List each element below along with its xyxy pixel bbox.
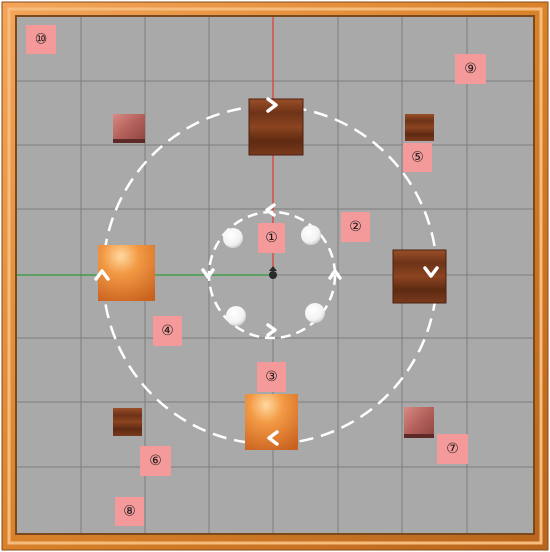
label-7: ⑦	[437, 434, 468, 464]
chevron-arrow-icon	[265, 203, 276, 217]
label-4: ④	[153, 316, 182, 346]
sphere	[301, 225, 321, 245]
obstacle-spheres	[223, 225, 325, 326]
label-6: ⑥	[140, 446, 171, 476]
label-2: ②	[341, 212, 370, 242]
chevron-arrow-icon	[266, 323, 277, 337]
robot-marker-icon	[269, 266, 277, 279]
label-5: ⑤	[403, 143, 432, 172]
sphere	[305, 303, 325, 323]
svg-text:④: ④	[161, 323, 174, 339]
svg-text:⑧: ⑧	[123, 504, 136, 520]
svg-text:⑨: ⑨	[464, 61, 477, 77]
svg-text:⑥: ⑥	[149, 453, 162, 469]
chevron-arrow-icon	[266, 97, 278, 113]
svg-text:①: ①	[265, 230, 278, 246]
box-wood-right	[392, 249, 447, 304]
svg-text:⑤: ⑤	[411, 150, 424, 166]
box-wood-top-center	[248, 98, 304, 156]
box-wood-small-top-right	[405, 114, 434, 141]
svg-text:②: ②	[349, 219, 362, 235]
box-orange-left	[98, 245, 155, 301]
svg-text:⑦: ⑦	[446, 441, 459, 457]
label-8: ⑧	[115, 497, 144, 526]
box-pink-bottom-right	[404, 407, 434, 438]
sphere	[223, 228, 243, 248]
svg-text:③: ③	[265, 369, 278, 385]
direction-arrows	[94, 97, 439, 446]
label-1: ①	[258, 223, 285, 253]
chevron-arrow-icon	[328, 269, 342, 280]
chevron-arrow-icon	[201, 268, 215, 279]
chevron-arrow-icon	[267, 430, 279, 446]
label-10: ⑩	[26, 25, 56, 54]
box-wood-small-bottom-left	[113, 408, 142, 436]
box-pink-top-left	[113, 114, 145, 143]
chevron-arrow-icon	[423, 266, 439, 278]
label-9: ⑨	[455, 54, 486, 84]
chevron-arrow-icon	[94, 269, 110, 281]
svg-text:⑩: ⑩	[35, 32, 48, 48]
label-3: ③	[257, 362, 286, 392]
sphere	[226, 306, 246, 326]
